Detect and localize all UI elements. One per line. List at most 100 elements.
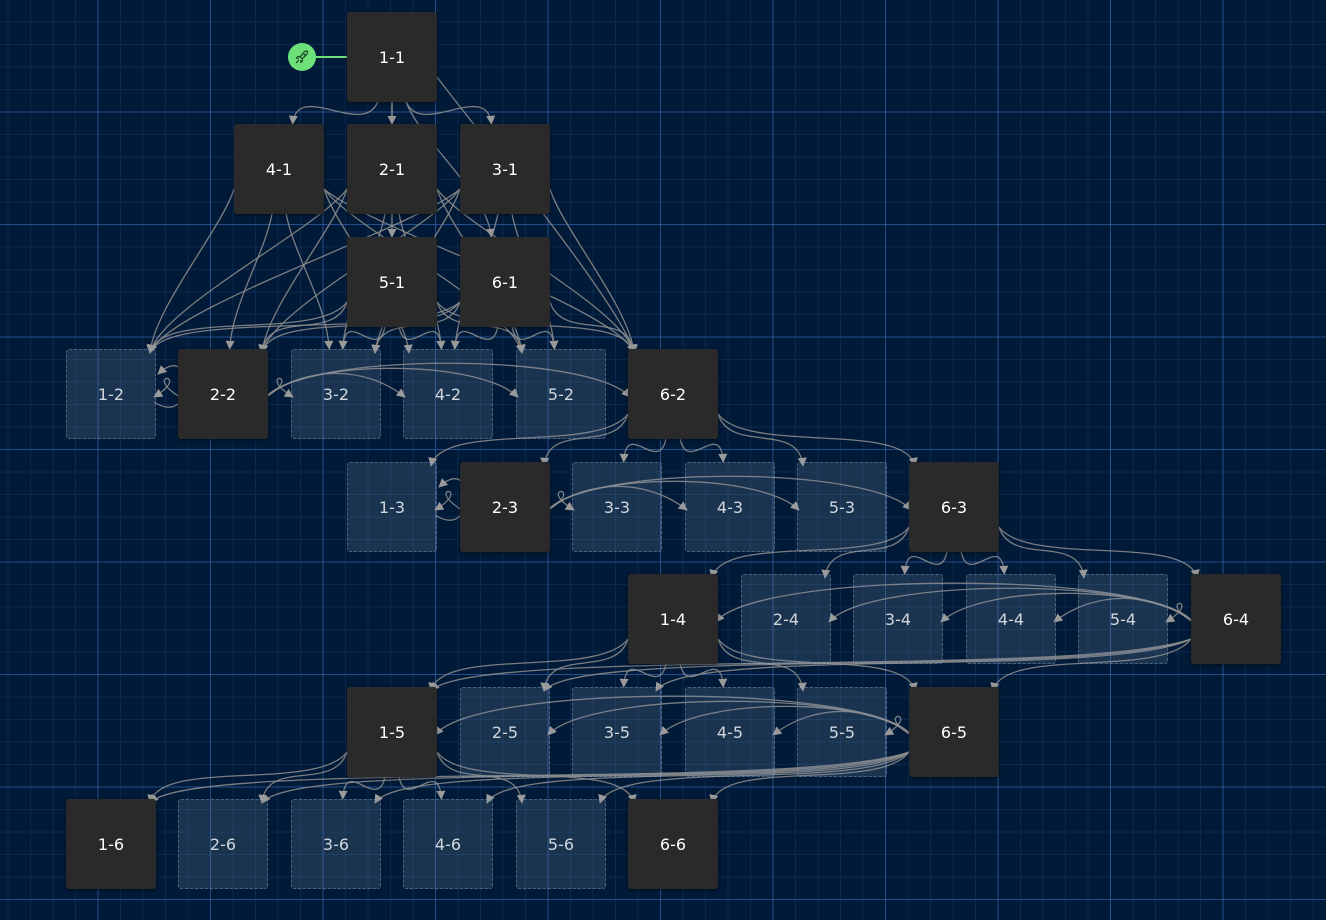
edge-6-4-to-1-5[interactable] [430,638,1192,692]
edge-1-5-to-4-6[interactable] [398,774,446,800]
edge-6-2-to-3-3[interactable] [619,436,667,463]
node-label: 4-5 [716,722,744,742]
edge-6-5-to-2-6[interactable] [261,751,910,804]
node-4-1[interactable]: 4-1 [234,124,324,214]
edge-6-3-to-2-4[interactable] [821,526,910,579]
node-label: 5-2 [547,384,575,404]
edge-6-1-to-6-2[interactable] [549,301,638,354]
edge-6-5-to-5-6[interactable] [598,751,910,804]
node-6-5[interactable]: 6-5 [909,687,999,777]
node-label: 2-5 [491,722,519,742]
node-1-6[interactable]: 1-6 [66,799,156,889]
edge-6-4-to-6-5[interactable] [990,638,1192,692]
edge-6-4-to-2-5[interactable] [543,638,1192,692]
node-label: 2-2 [209,384,237,404]
node-1-1[interactable]: 1-1 [347,12,437,102]
node-2-1[interactable]: 2-1 [347,124,437,214]
node-5-3[interactable]: 5-3 [797,462,887,552]
node-2-5[interactable]: 2-5 [460,687,550,777]
node-6-3[interactable]: 6-3 [909,462,999,552]
edge-2-3-to-1-3[interactable] [434,490,463,511]
edge-6-2-to-2-3[interactable] [540,413,629,467]
edge-3-1-to-6-2[interactable] [549,188,638,354]
edge-6-2-to-5-3[interactable] [717,413,807,467]
edge-6-5-to-3-6[interactable] [374,751,910,804]
node-label: 5-1 [378,272,406,292]
node-label: 5-5 [828,722,856,742]
edge-6-2-to-6-3[interactable] [717,413,918,467]
edge-6-3-to-4-4[interactable] [960,549,1009,575]
edge-6-2-to-1-3[interactable] [428,413,629,467]
node-5-1[interactable]: 5-1 [347,237,437,327]
edge-6-1-to-4-2[interactable] [450,324,499,350]
node-3-4[interactable]: 3-4 [853,574,943,664]
edge-2-1-to-1-2[interactable] [147,188,348,354]
node-1-5[interactable]: 1-5 [347,687,437,777]
node-5-2[interactable]: 5-2 [516,349,606,439]
edge-6-5-to-4-5[interactable] [772,710,912,736]
node-2-3[interactable]: 2-3 [460,462,550,552]
node-4-4[interactable]: 4-4 [966,574,1056,664]
edge-1-4-to-3-5[interactable] [619,661,667,688]
edge-6-3-to-5-4[interactable] [998,526,1088,579]
edge-5-1-to-3-2[interactable] [338,324,386,350]
edge-6-3-to-3-4[interactable] [900,549,948,575]
edge-5-1-to-4-2[interactable] [398,324,446,350]
edge-6-5-to-1-6[interactable] [149,751,910,804]
node-5-4[interactable]: 5-4 [1078,574,1168,664]
node-label: 5-4 [1109,609,1137,629]
node-3-1[interactable]: 3-1 [460,124,550,214]
node-6-4[interactable]: 6-4 [1191,574,1281,664]
edge-2-3-to-6-3[interactable] [547,475,912,511]
start-node[interactable] [288,43,316,71]
node-4-6[interactable]: 4-6 [403,799,493,889]
node-4-2[interactable]: 4-2 [403,349,493,439]
edge-2-2-to-1-2[interactable] [153,377,181,398]
node-2-6[interactable]: 2-6 [178,799,268,889]
edge-5-1-to-1-2[interactable] [147,301,348,354]
node-3-5[interactable]: 3-5 [572,687,662,777]
node-5-6[interactable]: 5-6 [516,799,606,889]
node-6-1[interactable]: 6-1 [460,237,550,327]
edge-1-4-to-2-5[interactable] [540,638,629,692]
node-2-2[interactable]: 2-2 [178,349,268,439]
edge-6-2-to-4-3[interactable] [679,436,728,463]
edge-6-3-to-1-4[interactable] [709,526,910,579]
edge-1-1-to-3-1[interactable] [404,99,496,125]
node-5-5[interactable]: 5-5 [797,687,887,777]
edge-4-1-to-3-2[interactable] [285,211,334,350]
edge-1-4-to-1-5[interactable] [428,638,629,692]
edge-6-5-to-6-6[interactable] [709,751,910,804]
node-1-3[interactable]: 1-3 [347,462,437,552]
edge-1-4-to-4-5[interactable] [679,661,728,688]
node-3-2[interactable]: 3-2 [291,349,381,439]
edge-6-4-to-3-5[interactable] [655,638,1192,692]
node-label: 2-4 [772,609,800,629]
edge-2-2-to-6-2[interactable] [265,362,631,398]
edge-6-1-to-5-2[interactable] [511,324,559,350]
edge-2-1-to-2-2[interactable] [258,188,348,354]
edge-5-1-to-2-2[interactable] [258,301,348,354]
edge-1-5-to-3-6[interactable] [338,774,386,800]
node-6-6[interactable]: 6-6 [628,799,718,889]
edge-6-4-to-5-4[interactable] [1165,602,1194,623]
node-3-6[interactable]: 3-6 [291,799,381,889]
edge-1-1-to-6-1[interactable] [404,99,496,238]
node-4-3[interactable]: 4-3 [685,462,775,552]
edge-6-5-to-4-6[interactable] [486,751,910,804]
edge-4-1-to-1-2[interactable] [146,188,235,354]
node-4-5[interactable]: 4-5 [685,687,775,777]
edge-1-5-to-2-6[interactable] [258,751,348,804]
edge-4-1-to-2-2[interactable] [225,211,273,350]
node-6-2[interactable]: 6-2 [628,349,718,439]
node-3-3[interactable]: 3-3 [572,462,662,552]
edge-1-1-to-4-1[interactable] [288,99,380,125]
edge-6-3-to-6-4[interactable] [998,526,1200,579]
node-1-4[interactable]: 1-4 [628,574,718,664]
rocket-icon [295,50,309,64]
node-1-2[interactable]: 1-2 [66,349,156,439]
node-2-4[interactable]: 2-4 [741,574,831,664]
edge-1-5-to-1-6[interactable] [147,751,348,804]
edge-6-5-to-5-5[interactable] [884,715,912,736]
